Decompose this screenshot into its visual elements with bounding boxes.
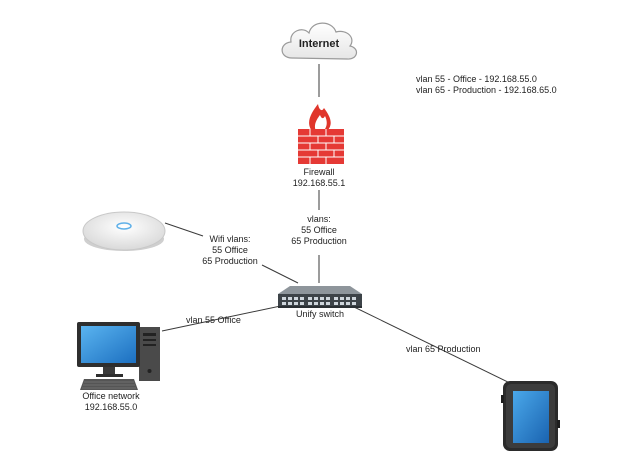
legend-line-1: vlan 55 - Office - 192.168.55.0 bbox=[416, 74, 537, 84]
internet-label-text: Internet bbox=[298, 38, 340, 50]
firewall-label: Firewall 192.168.55.1 bbox=[284, 167, 354, 189]
network-switch-icon bbox=[278, 286, 362, 308]
firewall-switch-vlans-line1: vlans: bbox=[307, 214, 331, 224]
vlan-legend: vlan 55 - Office - 192.168.55.0 vlan 65 … bbox=[416, 74, 557, 96]
office-network-label: Office network 192.168.55.0 bbox=[74, 391, 148, 413]
switch-tablet-vlan-label: vlan 65 Production bbox=[406, 344, 481, 355]
firewall-switch-vlans-line2: 55 Office bbox=[301, 225, 337, 235]
tablet-icon bbox=[501, 381, 560, 451]
link-switch-pc bbox=[161, 303, 291, 332]
legend-line-2: vlan 65 - Production - 192.168.65.0 bbox=[416, 85, 557, 95]
office-network-ip: 192.168.55.0 bbox=[84, 402, 138, 412]
wifi-vlans-line3: 65 Production bbox=[202, 256, 258, 266]
firewall-switch-vlans-line3: 65 Production bbox=[291, 236, 347, 246]
internet-cloud-icon bbox=[281, 22, 357, 60]
switch-name: Unify switch bbox=[295, 309, 344, 319]
wifi-access-point-icon bbox=[82, 211, 166, 251]
link-ap-switch-lower bbox=[261, 264, 299, 284]
office-network-name: Office network bbox=[82, 391, 140, 401]
internet-label: Internet bbox=[295, 39, 343, 50]
wifi-vlans-label: Wifi vlans: 55 Office 65 Production bbox=[191, 234, 269, 267]
switch-pc-vlan-label: vlan 55 Office bbox=[186, 315, 241, 326]
firewall-icon bbox=[298, 104, 344, 164]
link-ap-switch bbox=[164, 222, 204, 237]
connections bbox=[161, 64, 515, 386]
switch-tablet-vlan-text: vlan 65 Production bbox=[406, 344, 481, 354]
firewall-name: Firewall bbox=[303, 167, 335, 177]
switch-label: Unify switch bbox=[284, 309, 356, 320]
wifi-vlans-line2: 55 Office bbox=[212, 245, 248, 255]
firewall-ip: 192.168.55.1 bbox=[292, 178, 346, 188]
firewall-switch-vlans-label: vlans: 55 Office 65 Production bbox=[280, 214, 358, 247]
wifi-vlans-line1: Wifi vlans: bbox=[209, 234, 251, 244]
link-switch-tablet bbox=[351, 305, 515, 386]
desktop-computer-icon bbox=[77, 322, 160, 390]
switch-pc-vlan-text: vlan 55 Office bbox=[186, 315, 241, 325]
